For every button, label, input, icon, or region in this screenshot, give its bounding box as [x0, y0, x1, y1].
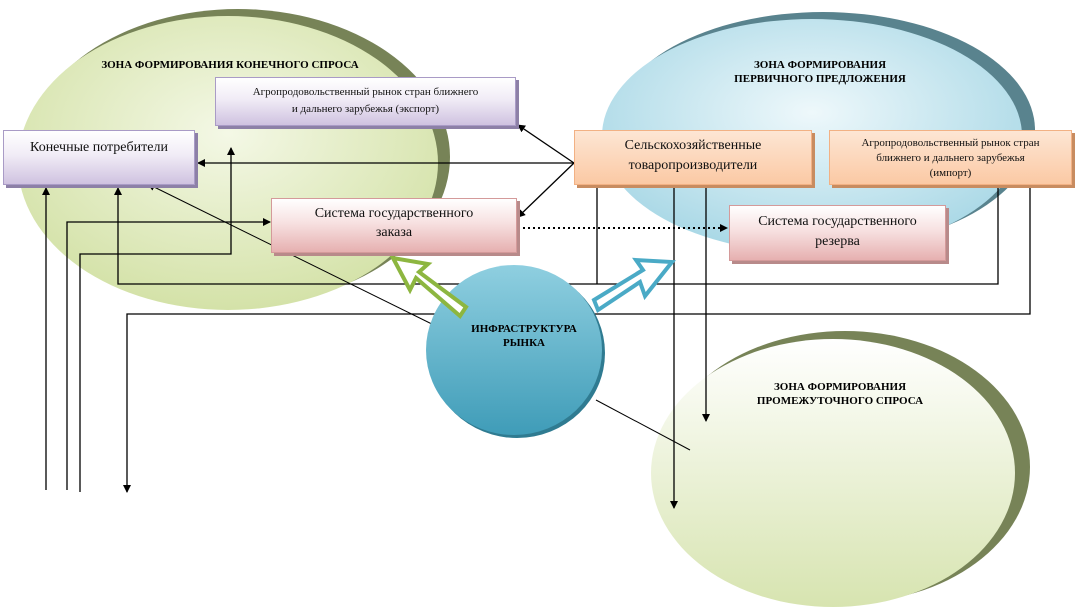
zone-intermediate-demand-ellipse	[651, 331, 1030, 607]
box-export-market-line1: Агропродовольственный рынок стран ближне…	[252, 86, 479, 98]
connector-left-2	[66, 218, 271, 490]
box-export-market-line2: и дальнего зарубежья (экспорт)	[291, 103, 440, 115]
connector-producers-to-export	[517, 124, 575, 164]
box-import-market[interactable]: Агропродовольственный рынок стран ближне…	[829, 130, 1072, 185]
zone-primary-supply-title: ЗОНА ФОРМИРОВАНИЯ ПЕРВИЧНОГО ПРЕДЛОЖЕНИЯ	[700, 58, 940, 86]
box-agri-producers-line2: товаропроизводители	[628, 158, 758, 173]
box-state-order-line2: заказа	[375, 225, 413, 240]
connector-infra-to-consumers	[147, 183, 445, 331]
box-import-market-line2: ближнего и дальнего зарубежья	[876, 152, 1025, 164]
infrastructure-label-line2: РЫНКА	[503, 337, 545, 349]
infrastructure-circle	[426, 265, 605, 438]
connector-producers-to-state-order	[517, 162, 575, 218]
box-agri-producers[interactable]: Сельскохозяйственные товаропроизводители	[574, 130, 812, 185]
box-import-market-line1: Агропродовольственный рынок стран	[861, 137, 1040, 149]
box-state-order[interactable]: Система государственного заказа	[271, 198, 517, 253]
infrastructure-label-line1: ИНФРАСТРУКТУРА	[471, 323, 577, 335]
box-final-consumers[interactable]: Конечные потребители	[3, 130, 195, 185]
zone-intermediate-demand-title-line1: ЗОНА ФОРМИРОВАНИЯ	[773, 381, 907, 393]
box-import-market-line3: (импорт)	[929, 167, 972, 179]
box-final-consumers-label: Конечные потребители	[30, 140, 168, 155]
arrow-infra-to-primary-supply	[591, 257, 676, 314]
box-state-reserve-line1: Система государственного	[758, 214, 917, 229]
box-state-reserve-line2: резерва	[815, 234, 860, 249]
arrow-infra-to-state-order	[389, 255, 469, 319]
box-state-reserve[interactable]: Система государственного резерва	[729, 205, 946, 261]
zone-primary-supply-title-line2: ПЕРВИЧНОГО ПРЕДЛОЖЕНИЯ	[734, 73, 906, 85]
zone-final-demand-title: ЗОНА ФОРМИРОВАНИЯ КОНЕЧНОГО СПРОСА	[101, 59, 359, 71]
box-state-order-line1: Система государственного	[314, 206, 474, 221]
zone-primary-supply-ellipse	[602, 12, 1035, 253]
box-agri-producers-line1: Сельскохозяйственные	[624, 138, 762, 153]
zone-primary-supply-title-line1: ЗОНА ФОРМИРОВАНИЯ	[753, 59, 887, 71]
connectors	[42, 124, 1031, 509]
infrastructure-label: ИНФРАСТРУКТУРА РЫНКА	[444, 322, 604, 350]
zone-intermediate-demand-title-line2: ПРОМЕЖУТОЧНОГО СПРОСА	[756, 395, 924, 407]
box-export-market[interactable]: Агропродовольственный рынок стран ближне…	[215, 77, 516, 126]
connector-left-3	[79, 147, 235, 492]
zone-intermediate-demand-title: ЗОНА ФОРМИРОВАНИЯ ПРОМЕЖУТОЧНОГО СПРОСА	[720, 380, 960, 408]
